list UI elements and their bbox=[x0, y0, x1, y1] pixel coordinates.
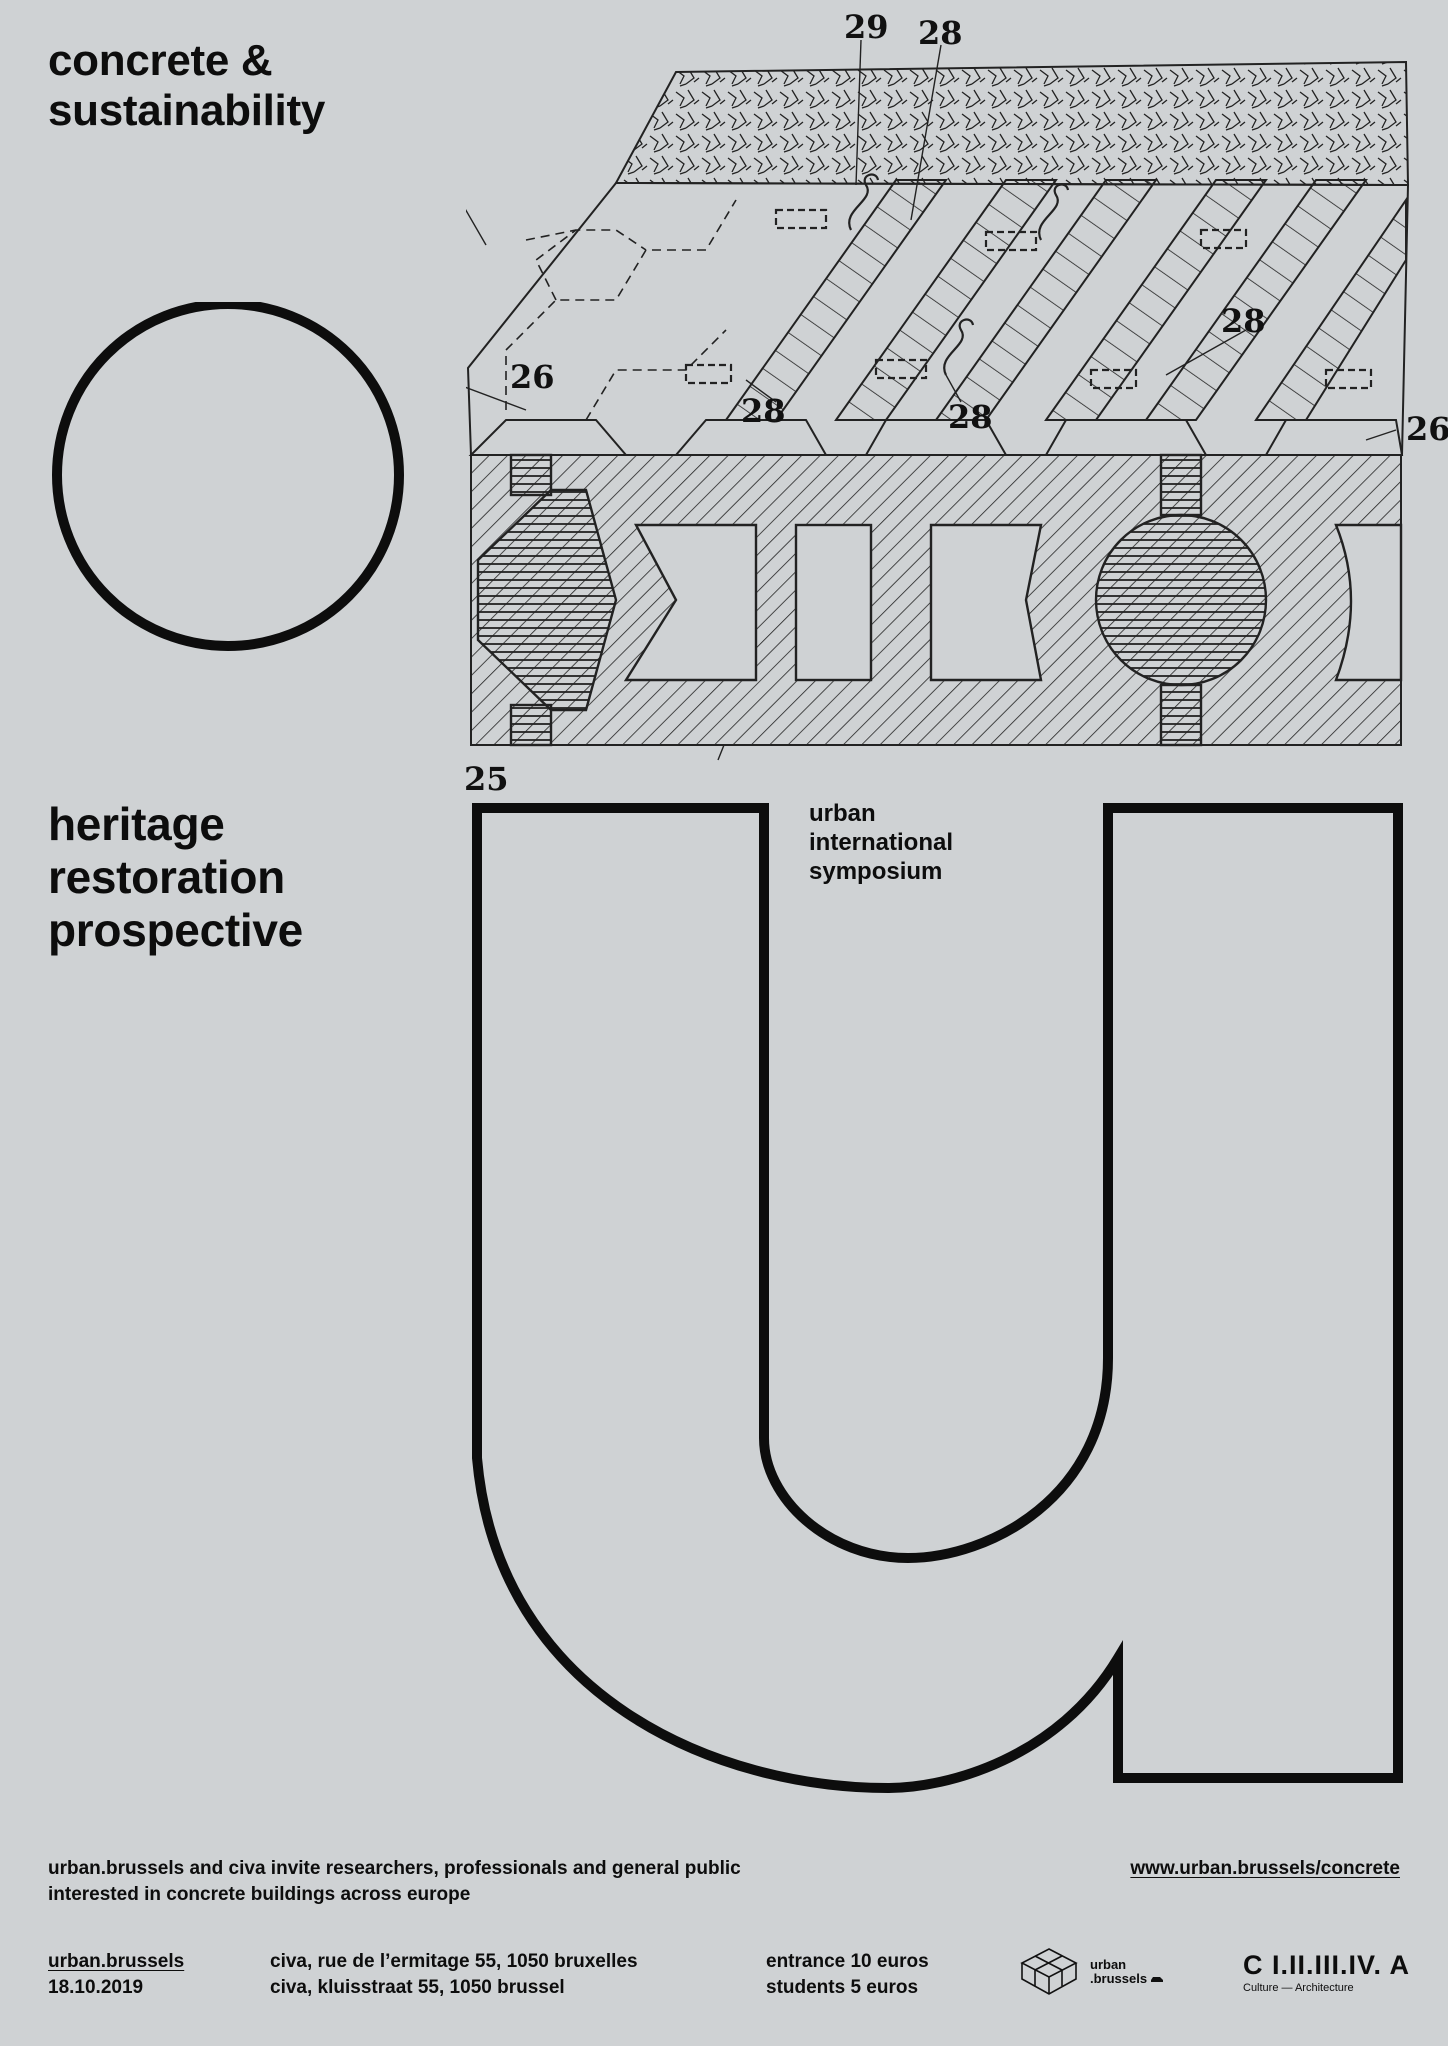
organizer-link[interactable]: urban.brussels bbox=[48, 1951, 185, 1972]
drawing-label: 28 bbox=[918, 14, 963, 52]
subheadline: heritage restoration prospective bbox=[48, 798, 303, 957]
headline-line: sustainability bbox=[48, 86, 325, 135]
subheadline-line: prospective bbox=[48, 904, 303, 956]
website-link[interactable]: www.urban.brussels/concrete bbox=[1130, 1858, 1400, 1879]
civa-tagline: Culture — Architecture bbox=[1243, 1982, 1354, 1994]
venue-nl: civa, kluisstraat 55, 1050 brussel bbox=[270, 1977, 565, 1998]
brussels-wordmark-line: .brussels bbox=[1090, 1971, 1148, 1986]
drawing-label: 28 bbox=[1221, 302, 1266, 340]
drawing-label: 29 bbox=[844, 8, 889, 46]
patent-drawing: 29 28 27 26 28 28 28 26 25 bbox=[466, 8, 1448, 798]
subheadline-line: heritage bbox=[48, 798, 225, 850]
venue-fr: civa, rue de l’ermitage 55, 1050 bruxell… bbox=[270, 1951, 638, 1972]
drawing-label: 28 bbox=[948, 398, 993, 436]
drawing-label: 25 bbox=[466, 760, 509, 798]
price-block: entrance 10 euros students 5 euros bbox=[766, 1949, 929, 2001]
price-students: students 5 euros bbox=[766, 1977, 919, 1998]
subheadline-line: restoration bbox=[48, 851, 285, 903]
symposium-line: international bbox=[809, 829, 954, 856]
civa-logo: C I.II.III.IV. A Culture — Architecture bbox=[1243, 1950, 1410, 1995]
price-entrance: entrance 10 euros bbox=[766, 1951, 929, 1972]
symposium-line: symposium bbox=[809, 858, 943, 885]
headline: concrete & sustainability bbox=[48, 36, 325, 136]
civa-mark: C I.II.III.IV. A bbox=[1243, 1950, 1411, 1980]
symposium-line: urban bbox=[809, 800, 876, 827]
drawing-label: 28 bbox=[741, 392, 786, 430]
invitation-line: urban.brussels and civa invite researche… bbox=[48, 1858, 741, 1879]
headline-line: concrete & bbox=[48, 36, 273, 85]
circle-outline-icon bbox=[52, 302, 404, 651]
urban-brussels-wordmark: urban .brussels bbox=[1090, 1958, 1164, 1986]
drawing-label: 26 bbox=[510, 358, 555, 396]
urban-brussels-cube-icon bbox=[1020, 1948, 1078, 1995]
invitation-line: interested in concrete buildings across … bbox=[48, 1884, 471, 1905]
car-icon bbox=[1151, 1976, 1164, 1982]
venue-block: civa, rue de l’ermitage 55, 1050 bruxell… bbox=[270, 1949, 638, 2001]
invitation-text: urban.brussels and civa invite researche… bbox=[48, 1856, 741, 1908]
letter-u-outline-icon bbox=[472, 803, 1403, 1794]
symposium-label: urban international symposium bbox=[809, 799, 953, 886]
urban-brussels-logo: urban .brussels bbox=[1018, 1946, 1164, 1998]
drawing-label: 26 bbox=[1406, 410, 1448, 448]
event-date: 18.10.2019 bbox=[48, 1977, 144, 1998]
urban-wordmark-line: urban bbox=[1090, 1957, 1127, 1972]
organizer-block: urban.brussels 18.10.2019 bbox=[48, 1949, 184, 2001]
